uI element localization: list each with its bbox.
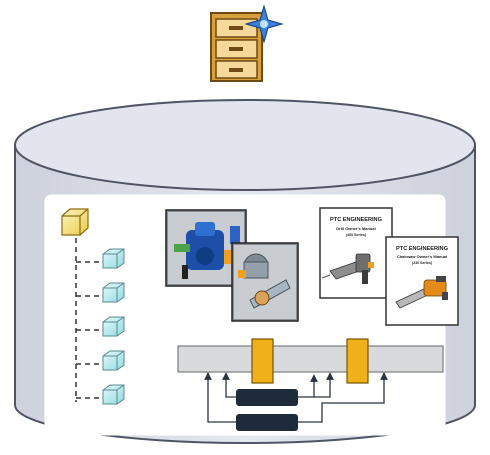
dark-block-top (236, 389, 298, 406)
cube-icon[interactable] (102, 350, 125, 371)
drill-icon (321, 253, 374, 284)
data-flow-arrows (204, 372, 388, 423)
bus-bar (177, 345, 444, 373)
document-company: PTC ENGINEERING (330, 217, 382, 223)
star-sparkle-icon (244, 4, 284, 44)
document-company: PTC ENGINEERING (396, 246, 448, 252)
connector-left[interactable] (251, 338, 274, 384)
chainsaw-icon (395, 276, 448, 309)
cube-icon[interactable] (102, 248, 125, 269)
document-subtitle: (400 Series) (346, 233, 367, 237)
document-title: Drill Owner's Manual (336, 226, 375, 231)
chainsaw-manual-document[interactable]: PTC ENGINEERING Chainsaw Owner's Manual … (385, 236, 459, 326)
dark-block-bottom (236, 414, 298, 431)
integration-bus (177, 338, 444, 431)
product-structure-tree (61, 208, 125, 405)
document-subtitle: (230 Series) (412, 261, 433, 265)
drill-manual-document[interactable]: PTC ENGINEERING Drill Owner's Manual (40… (319, 207, 393, 299)
folder-cube-icon[interactable] (61, 208, 89, 236)
cube-icon[interactable] (102, 282, 125, 303)
cad-part-thumbnail-icon[interactable] (231, 242, 299, 322)
connector-right[interactable] (346, 338, 369, 384)
cube-icon[interactable] (102, 384, 125, 405)
document-title: Chainsaw Owner's Manual (397, 254, 447, 259)
filing-cabinet-with-star-icon (210, 4, 284, 82)
cube-icon[interactable] (102, 316, 125, 337)
cylinder-top (14, 99, 476, 191)
